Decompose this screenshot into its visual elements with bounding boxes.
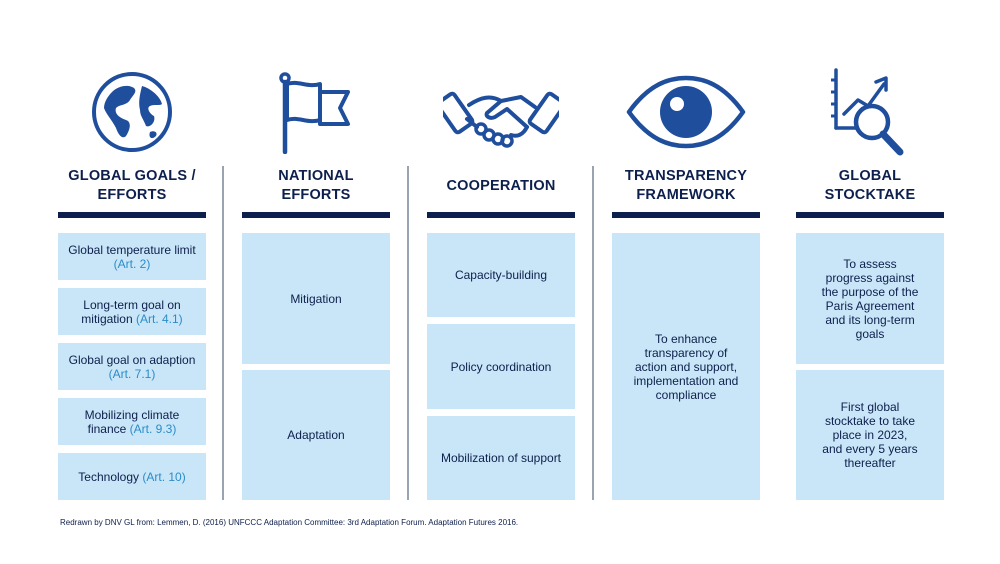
box-text: Mobilizing climate finance xyxy=(84,407,180,436)
box-text: Capacity-building xyxy=(454,268,548,282)
heading-rule xyxy=(612,212,760,218)
article-ref: (Art. 9.3) xyxy=(129,421,177,436)
box-text: Global goal on adaption xyxy=(68,352,196,367)
box-text: Long-term goal on mitigation xyxy=(81,297,181,326)
column-heading: GLOBAL GOALS / EFFORTS xyxy=(68,168,196,203)
heading-rule xyxy=(427,212,575,218)
stocktake-box: To assess progress against the purpose o… xyxy=(796,233,944,364)
eye-icon xyxy=(612,66,760,158)
transparency-box: To enhance transparency of action and su… xyxy=(612,233,760,500)
flag-icon xyxy=(242,66,390,158)
column-separator xyxy=(592,166,594,500)
article-ref: (Art. 10) xyxy=(142,469,186,484)
effort-box: Adaptation xyxy=(242,370,390,500)
stocktake-box: First global stocktake to take place in … xyxy=(796,370,944,500)
cooperation-box: Capacity-building xyxy=(427,233,575,317)
goal-box: Global temperature limit (Art. 2) xyxy=(58,233,206,280)
column-heading: GLOBAL STOCKTAKE xyxy=(824,168,916,203)
column-heading: NATIONAL EFFORTS xyxy=(278,168,354,203)
article-ref: (Art. 2) xyxy=(113,256,151,271)
handshake-icon xyxy=(427,66,575,158)
box-text: Global temperature limit xyxy=(68,242,196,257)
box-text: First global stocktake to take place in … xyxy=(822,400,918,470)
article-ref: (Art. 7.1) xyxy=(108,366,156,381)
column-separator xyxy=(222,166,224,500)
box-text: Mobilization of support xyxy=(440,451,562,465)
magnifier-chart-icon xyxy=(796,66,944,158)
goal-box: Global goal on adaption (Art. 7.1) xyxy=(58,343,206,390)
column-heading: TRANSPARENCY FRAMEWORK xyxy=(624,168,748,203)
box-text: Mitigation xyxy=(290,291,342,306)
column-heading: COOPERATION xyxy=(446,177,556,194)
source-footer: Redrawn by DNV GL from: Lemmen, D. (2016… xyxy=(60,518,519,527)
goal-box: Long-term goal on mitigation (Art. 4.1) xyxy=(58,288,206,335)
heading-rule xyxy=(242,212,390,218)
cooperation-box: Policy coordination xyxy=(427,324,575,409)
box-text: Adaptation xyxy=(287,428,345,442)
article-ref: (Art. 4.1) xyxy=(136,311,183,326)
goal-box: Mobilizing climate finance (Art. 9.3) xyxy=(58,398,206,445)
box-text: Technology xyxy=(78,469,140,484)
box-text: Policy coordination xyxy=(450,359,552,374)
cooperation-box: Mobilization of support xyxy=(427,416,575,500)
globe-icon xyxy=(58,66,206,158)
goal-box: Technology (Art. 10) xyxy=(58,453,206,500)
effort-box: Mitigation xyxy=(242,233,390,364)
box-text: To assess progress against the purpose o… xyxy=(821,256,919,341)
box-text: To enhance transparency of action and su… xyxy=(633,331,739,402)
column-separator xyxy=(407,166,409,500)
heading-rule xyxy=(58,212,206,218)
heading-rule xyxy=(796,212,944,218)
